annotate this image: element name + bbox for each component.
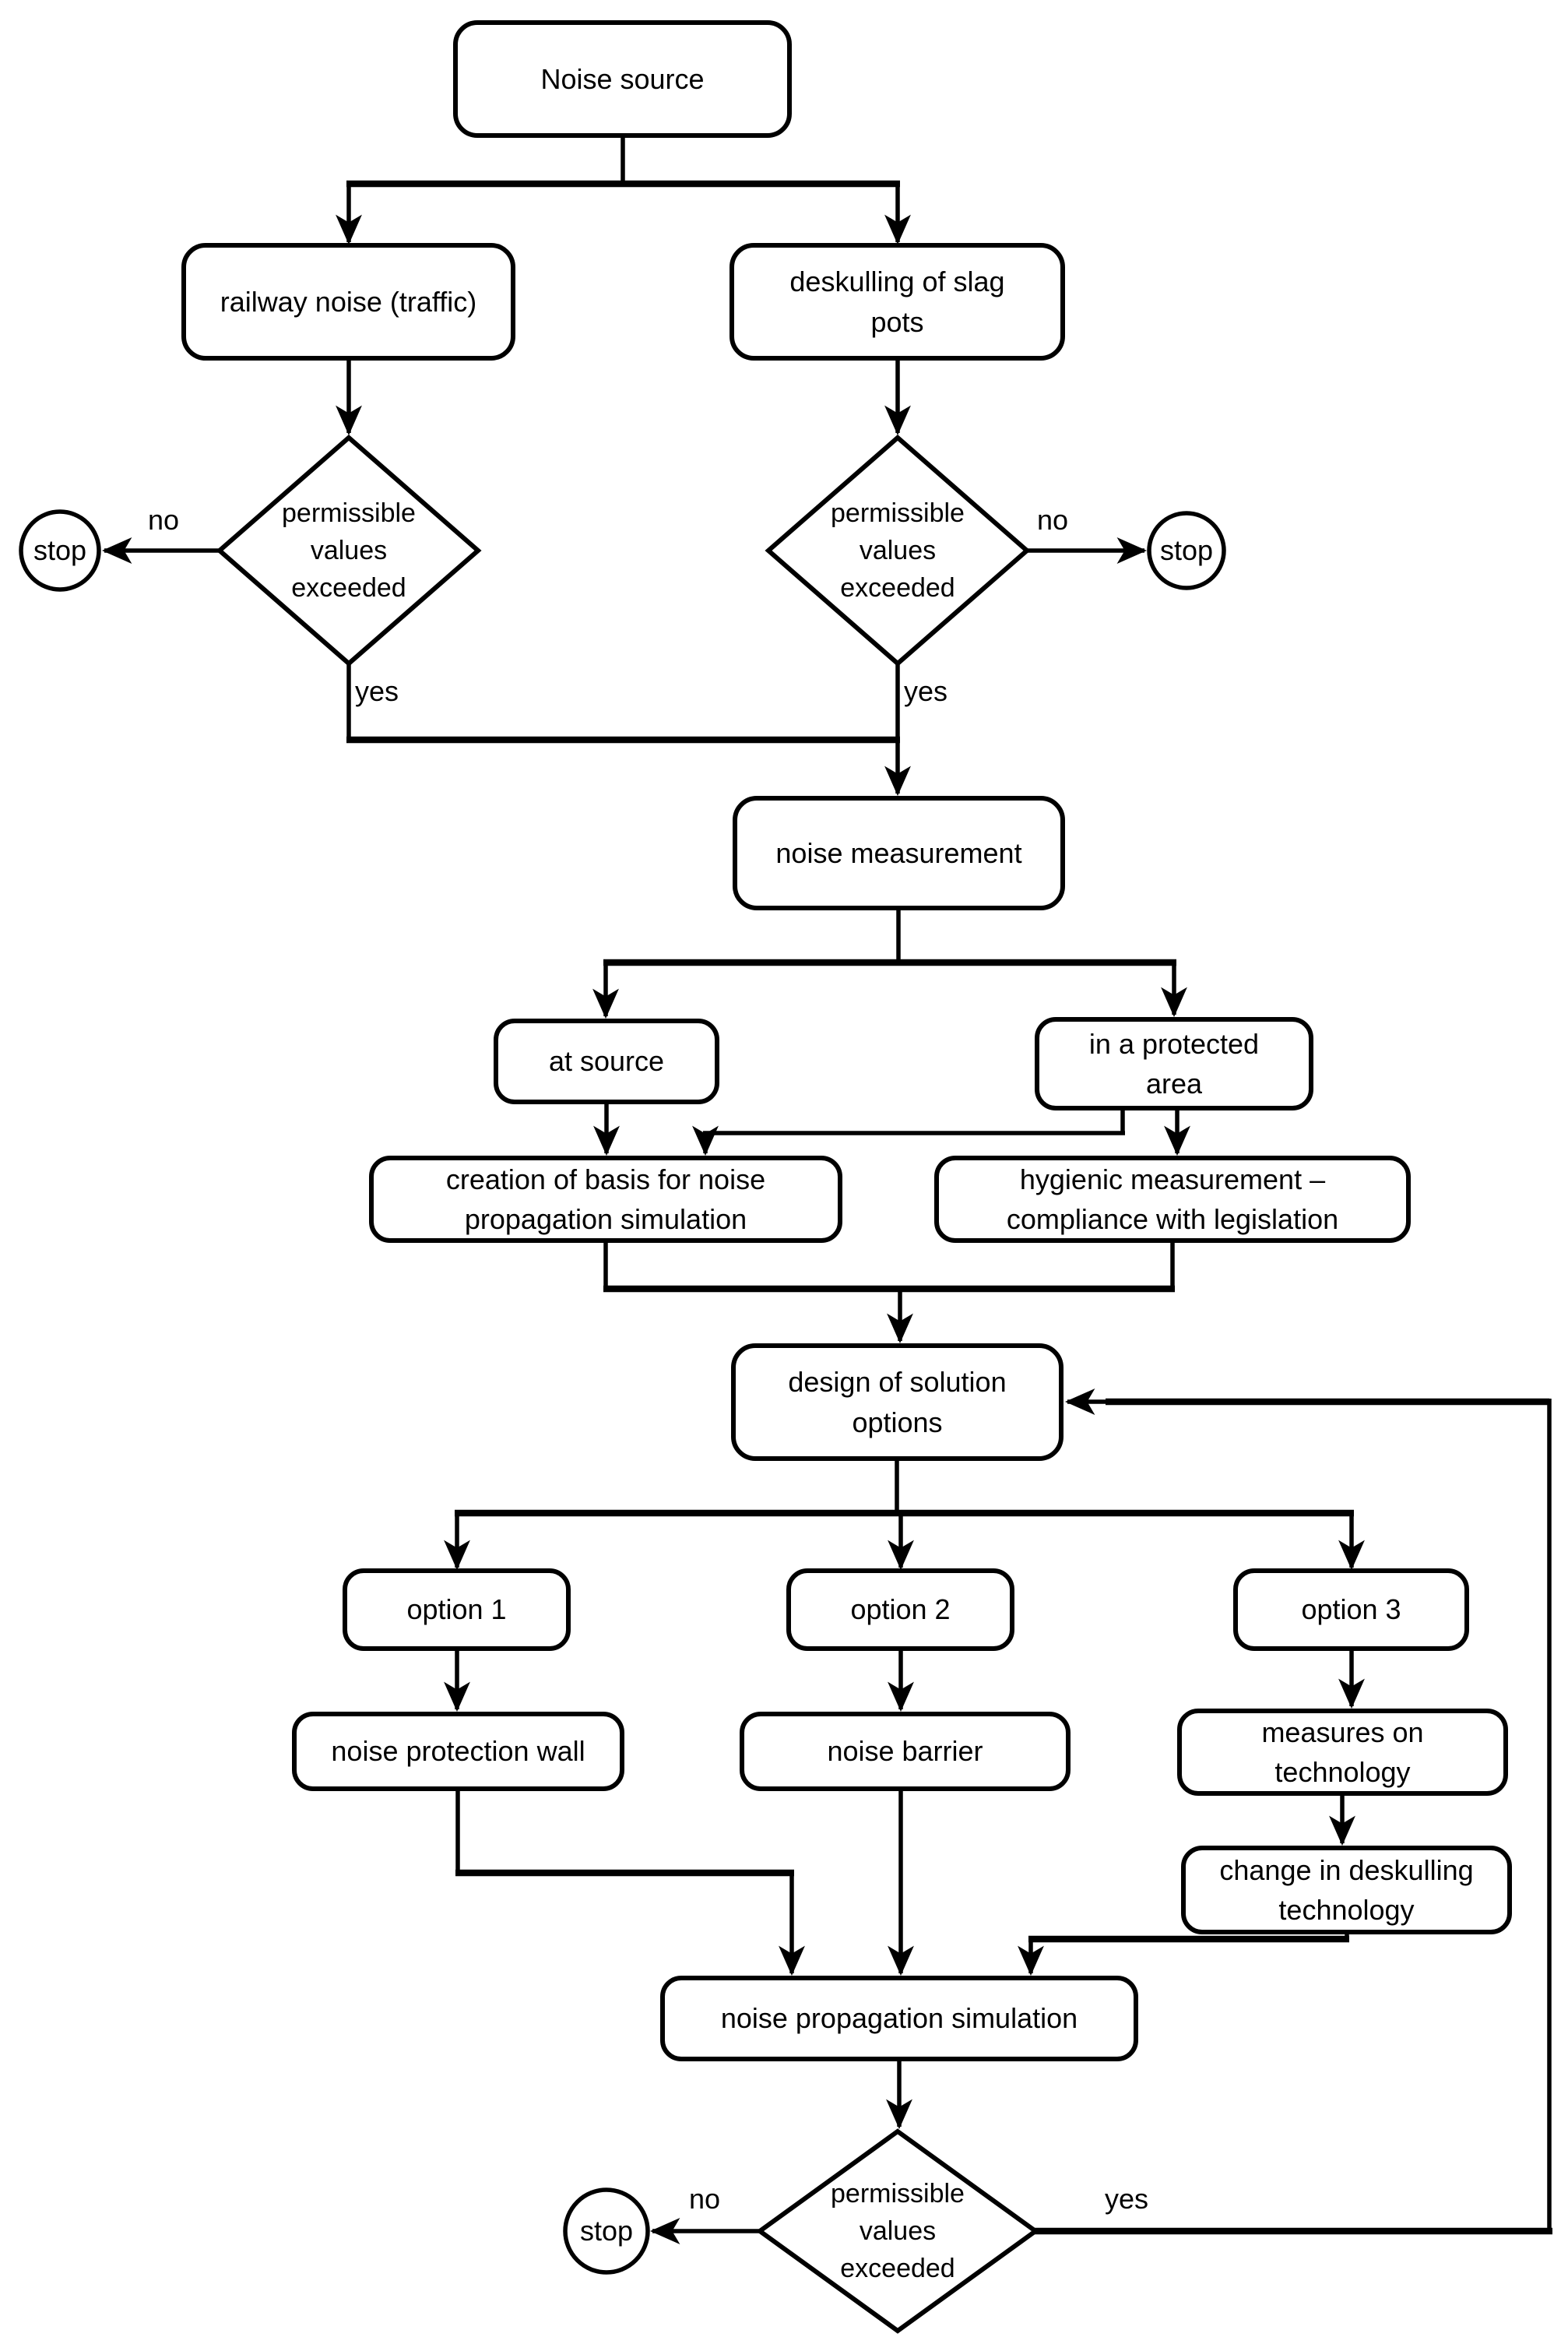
edge-label-yes-bottom: yes xyxy=(1104,2183,1149,2216)
protected-area-label: in a protected area xyxy=(1088,1027,1260,1100)
stop-circle-left xyxy=(19,509,101,592)
hygienic-box xyxy=(934,1156,1411,1243)
edge-label-yes-left: yes xyxy=(355,675,399,708)
stop-left-label: stop xyxy=(33,534,87,567)
protection-wall-box xyxy=(292,1712,624,1791)
design-options-box xyxy=(731,1343,1063,1461)
measures-label: measures on technology xyxy=(1261,1716,1424,1788)
simulation-label: noise propagation simulation xyxy=(720,2002,1078,2035)
deskulling-label: deskulling of slag pots xyxy=(789,266,1005,338)
option2-box xyxy=(786,1568,1014,1651)
stop-circle-bottom xyxy=(563,2187,650,2275)
creation-basis-label: creation of basis for noise propagation … xyxy=(445,1163,766,1235)
protection-wall-label: noise protection wall xyxy=(331,1735,585,1768)
railway-noise-box xyxy=(181,243,515,361)
option3-label: option 3 xyxy=(1301,1593,1401,1626)
stop-right-label: stop xyxy=(1159,534,1214,567)
decision-bottom-label: permissible values exceeded xyxy=(831,2178,965,2284)
decision-diamond-left xyxy=(216,435,482,667)
stop-bottom-label: stop xyxy=(579,2215,634,2247)
protected-area-box xyxy=(1035,1017,1313,1110)
option2-label: option 2 xyxy=(850,1593,951,1626)
change-deskulling-box xyxy=(1181,1846,1512,1934)
noise-barrier-label: noise barrier xyxy=(827,1735,983,1768)
decision-right-label: permissible values exceeded xyxy=(831,498,965,604)
edge-label-no-left: no xyxy=(147,504,180,537)
noise-measurement-label: noise measurement xyxy=(775,836,1022,869)
edge-label-yes-right: yes xyxy=(904,675,948,708)
hygienic-label: hygienic measurement – compliance with l… xyxy=(1006,1163,1339,1235)
at-source-label: at source xyxy=(548,1045,665,1078)
edge-label-no-bottom: no xyxy=(688,2183,721,2216)
noise-measurement-box xyxy=(733,796,1065,910)
simulation-box xyxy=(660,1976,1138,2061)
decision-diamond-bottom xyxy=(755,2128,1040,2334)
measures-box xyxy=(1177,1709,1508,1796)
option1-label: option 1 xyxy=(406,1593,507,1626)
noise-source-label: Noise source xyxy=(540,62,705,95)
creation-basis-box xyxy=(369,1156,842,1243)
edge-label-no-right: no xyxy=(1036,504,1069,537)
at-source-box xyxy=(494,1019,719,1104)
deskulling-box xyxy=(730,243,1065,361)
option1-box xyxy=(343,1568,571,1651)
design-options-label: design of solution options xyxy=(788,1366,1007,1438)
decision-left-label: permissible values exceeded xyxy=(282,498,416,604)
decision-diamond-right xyxy=(765,435,1031,667)
noise-barrier-box xyxy=(740,1712,1071,1791)
stop-circle-right xyxy=(1147,511,1226,590)
railway-noise-label: railway noise (traffic) xyxy=(220,285,477,318)
noise-source-box xyxy=(453,20,792,138)
option3-box xyxy=(1233,1568,1469,1651)
change-deskulling-label: change in deskulling technology xyxy=(1219,1853,1474,1926)
